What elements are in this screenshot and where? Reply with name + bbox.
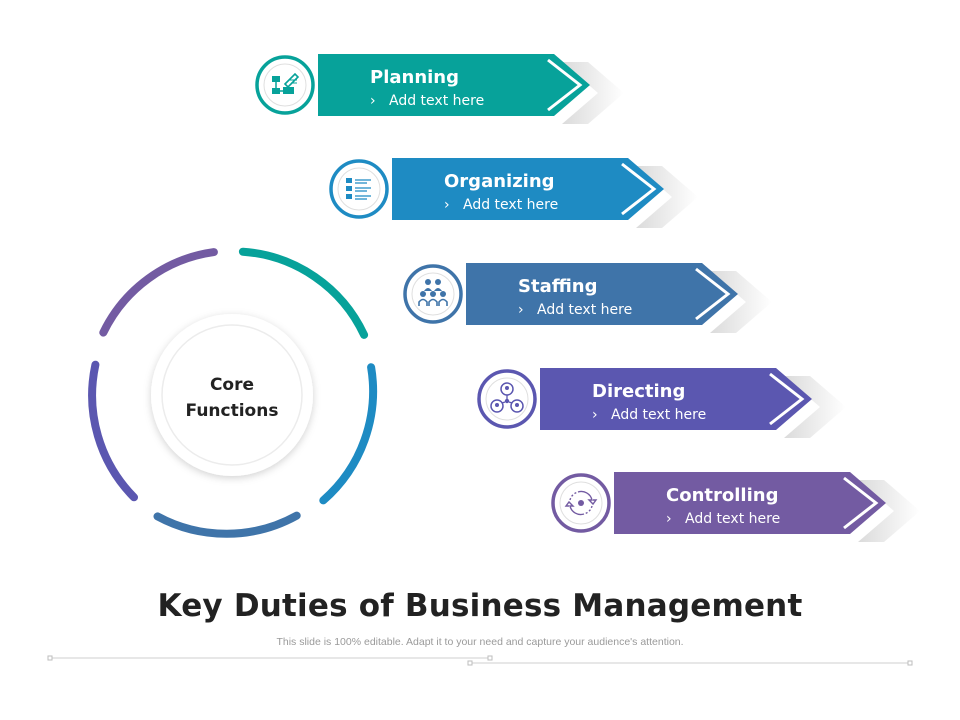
controlling-icon bbox=[551, 473, 611, 533]
core-ring bbox=[88, 247, 378, 538]
item-sub-organizing: Add text here bbox=[463, 197, 558, 213]
page-title: Key Duties of Business Management bbox=[157, 588, 803, 624]
item-planning: Planning › Add text here bbox=[255, 54, 624, 124]
ring-segment-indigo bbox=[88, 360, 138, 502]
core-label-line2: Functions bbox=[186, 401, 279, 421]
item-directing: Directing › Add text here bbox=[477, 368, 846, 438]
item-title-directing: Directing bbox=[592, 381, 685, 402]
directing-icon bbox=[477, 369, 537, 429]
item-title-planning: Planning bbox=[370, 67, 459, 88]
organizing-icon bbox=[329, 159, 389, 219]
footer-guides bbox=[47, 655, 913, 666]
item-sub-directing: Add text here bbox=[611, 407, 706, 423]
ring-segment-teal bbox=[238, 247, 369, 339]
ring-segment-blue bbox=[319, 363, 378, 505]
item-sub-controlling: Add text here bbox=[685, 511, 780, 527]
item-bullet-directing: › bbox=[592, 407, 598, 423]
item-title-staffing: Staffing bbox=[518, 276, 598, 297]
ring-segment-purple bbox=[99, 248, 218, 337]
item-staffing: Staffing › Add text here bbox=[403, 263, 772, 333]
item-bullet-controlling: › bbox=[666, 511, 672, 527]
ring-segment-steel bbox=[153, 511, 301, 538]
item-arrow-staffing bbox=[466, 263, 738, 325]
planning-icon bbox=[255, 55, 315, 115]
item-arrow-controlling bbox=[614, 472, 886, 534]
page-subtitle: This slide is 100% editable. Adapt it to… bbox=[276, 636, 684, 648]
item-title-organizing: Organizing bbox=[444, 171, 555, 192]
item-arrow-organizing bbox=[392, 158, 664, 220]
core-circle: Core Functions bbox=[151, 314, 313, 476]
item-sub-planning: Add text here bbox=[389, 93, 484, 109]
staffing-icon bbox=[403, 264, 463, 324]
item-bullet-organizing: › bbox=[444, 197, 450, 213]
item-controlling: Controlling › Add text here bbox=[551, 472, 920, 542]
item-arrow-directing bbox=[540, 368, 812, 430]
item-organizing: Organizing › Add text here bbox=[329, 158, 698, 228]
item-arrow-planning bbox=[318, 54, 590, 116]
item-bullet-staffing: › bbox=[518, 302, 524, 318]
item-title-controlling: Controlling bbox=[666, 485, 778, 506]
core-label-line1: Core bbox=[210, 375, 254, 395]
item-sub-staffing: Add text here bbox=[537, 302, 632, 318]
item-bullet-planning: › bbox=[370, 93, 376, 109]
